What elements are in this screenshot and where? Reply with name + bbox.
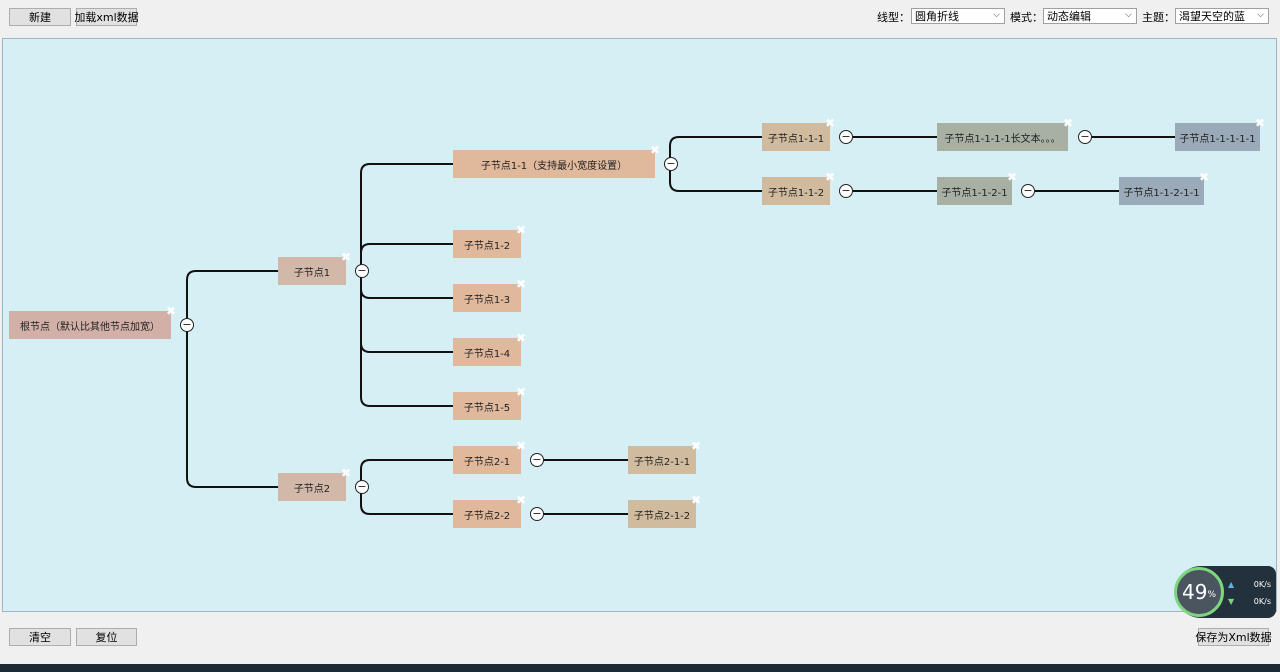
theme-value: 渴望天空的蓝: [1179, 10, 1245, 23]
download-arrow-icon: ▼: [1228, 597, 1235, 606]
close-icon[interactable]: ✖: [824, 170, 836, 184]
upload-speed: 0K/s: [1253, 580, 1271, 589]
close-icon[interactable]: ✖: [165, 304, 177, 318]
linetype-value: 圆角折线: [915, 10, 959, 23]
node-1-1-1[interactable]: 子节点1-1-1 ✖: [762, 117, 835, 151]
node-label: 子节点1-1-1: [767, 133, 825, 145]
node-1-4[interactable]: 子节点1-4 ✖: [453, 332, 526, 366]
node-1-1-2-1[interactable]: 子节点1-1-2-1 ✖: [937, 171, 1017, 205]
collapse-toggle[interactable]: −: [1078, 130, 1092, 144]
taskbar: [0, 664, 1280, 672]
close-icon[interactable]: ✖: [515, 385, 527, 399]
network-monitor-widget[interactable]: 49% ▲ 0K/s ▼ 0K/s: [1174, 566, 1276, 618]
mode-label: 模式：: [1010, 11, 1043, 24]
node-1-2[interactable]: 子节点1-2 ✖: [453, 224, 526, 258]
theme-label: 主题：: [1142, 11, 1175, 24]
mindmap-canvas[interactable]: 根节点（默认比其他节点加宽） ✖ − 子节点1 ✖ − 子节点2 ✖ − 子节点…: [2, 38, 1277, 612]
node-1-1-2[interactable]: 子节点1-1-2 ✖: [762, 171, 835, 205]
node-2-2-1[interactable]: 子节点2-1-2 ✖: [628, 494, 701, 528]
node-2-1-1[interactable]: 子节点2-1-1 ✖: [628, 440, 701, 474]
node-2[interactable]: 子节点2 ✖: [278, 467, 351, 501]
upload-arrow-icon: ▲: [1228, 580, 1235, 589]
close-icon[interactable]: ✖: [1198, 170, 1210, 184]
close-icon[interactable]: ✖: [1006, 170, 1018, 184]
node-label: 子节点1-2: [463, 240, 511, 252]
collapse-toggle[interactable]: −: [664, 157, 678, 171]
node-label: 子节点1-1-1-1长文本。。。: [944, 133, 1061, 145]
usage-percent-unit: %: [1207, 590, 1216, 600]
chevron-down-icon: ⌵: [993, 10, 1000, 20]
node-label: 子节点1-4: [463, 348, 511, 360]
node-label: 子节点1-1（支持最小宽度设置）: [480, 160, 628, 172]
close-icon[interactable]: ✖: [649, 143, 661, 157]
collapse-toggle[interactable]: −: [355, 264, 369, 278]
node-label: 子节点1-5: [463, 402, 511, 414]
node-1-1-2-1-1[interactable]: 子节点1-1-2-1-1 ✖: [1119, 171, 1209, 205]
node-label: 子节点2: [293, 483, 331, 495]
close-icon[interactable]: ✖: [1062, 116, 1074, 130]
close-icon[interactable]: ✖: [515, 331, 527, 345]
node-label: 子节点2-1-1: [633, 456, 691, 468]
linetype-select[interactable]: 圆角折线 ⌵: [911, 8, 1005, 24]
node-1[interactable]: 子节点1 ✖: [278, 251, 351, 285]
node-root[interactable]: 根节点（默认比其他节点加宽） ✖: [9, 305, 176, 339]
node-label: 子节点2-2: [463, 510, 511, 522]
node-label: 子节点1-3: [463, 294, 511, 306]
close-icon[interactable]: ✖: [824, 116, 836, 130]
node-label: 子节点2-1: [463, 456, 511, 468]
linetype-label: 线型：: [877, 11, 910, 24]
node-label: 子节点2-1-2: [633, 510, 691, 522]
collapse-toggle[interactable]: −: [839, 184, 853, 198]
download-speed: 0K/s: [1253, 597, 1271, 606]
node-1-1[interactable]: 子节点1-1（支持最小宽度设置） ✖: [453, 144, 660, 178]
collapse-toggle[interactable]: −: [530, 453, 544, 467]
theme-select[interactable]: 渴望天空的蓝 ⌵: [1175, 8, 1269, 24]
close-icon[interactable]: ✖: [340, 466, 352, 480]
close-icon[interactable]: ✖: [515, 493, 527, 507]
close-icon[interactable]: ✖: [690, 439, 702, 453]
usage-percent: 49: [1181, 580, 1208, 604]
chevron-down-icon: ⌵: [1125, 10, 1132, 20]
collapse-toggle[interactable]: −: [1021, 184, 1035, 198]
node-1-3[interactable]: 子节点1-3 ✖: [453, 278, 526, 312]
close-icon[interactable]: ✖: [515, 439, 527, 453]
node-2-1[interactable]: 子节点2-1 ✖: [453, 440, 526, 474]
node-label: 子节点1-1-2-1: [941, 187, 1008, 199]
load-xml-button[interactable]: 加载xml数据: [74, 8, 139, 26]
collapse-toggle[interactable]: −: [839, 130, 853, 144]
node-1-1-1-1-1[interactable]: 子节点1-1-1-1-1 ✖: [1175, 117, 1265, 151]
mode-value: 动态编辑: [1047, 10, 1091, 23]
node-label: 子节点1-1-1-1-1: [1179, 133, 1256, 145]
new-button[interactable]: 新建: [9, 8, 71, 26]
collapse-toggle[interactable]: −: [355, 480, 369, 494]
close-icon[interactable]: ✖: [340, 250, 352, 264]
chevron-down-icon: ⌵: [1257, 10, 1264, 20]
node-label: 子节点1: [293, 267, 331, 279]
node-label: 根节点（默认比其他节点加宽）: [20, 321, 160, 333]
clear-button[interactable]: 清空: [9, 628, 71, 646]
save-xml-button[interactable]: 保存为Xml数据: [1195, 628, 1272, 646]
close-icon[interactable]: ✖: [515, 223, 527, 237]
node-label: 子节点1-1-2: [767, 187, 825, 199]
mode-select[interactable]: 动态编辑 ⌵: [1043, 8, 1137, 24]
collapse-toggle[interactable]: −: [180, 318, 194, 332]
reset-button[interactable]: 复位: [76, 628, 137, 646]
node-1-1-1-1[interactable]: 子节点1-1-1-1长文本。。。 ✖: [937, 117, 1073, 151]
close-icon[interactable]: ✖: [690, 493, 702, 507]
node-label: 子节点1-1-2-1-1: [1123, 187, 1200, 199]
node-2-2[interactable]: 子节点2-2 ✖: [453, 494, 526, 528]
close-icon[interactable]: ✖: [515, 277, 527, 291]
connector-lines: [181, 136, 1175, 515]
usage-gauge: 49%: [1174, 567, 1224, 617]
collapse-toggle[interactable]: −: [530, 507, 544, 521]
node-1-5[interactable]: 子节点1-5 ✖: [453, 386, 526, 420]
close-icon[interactable]: ✖: [1254, 116, 1266, 130]
